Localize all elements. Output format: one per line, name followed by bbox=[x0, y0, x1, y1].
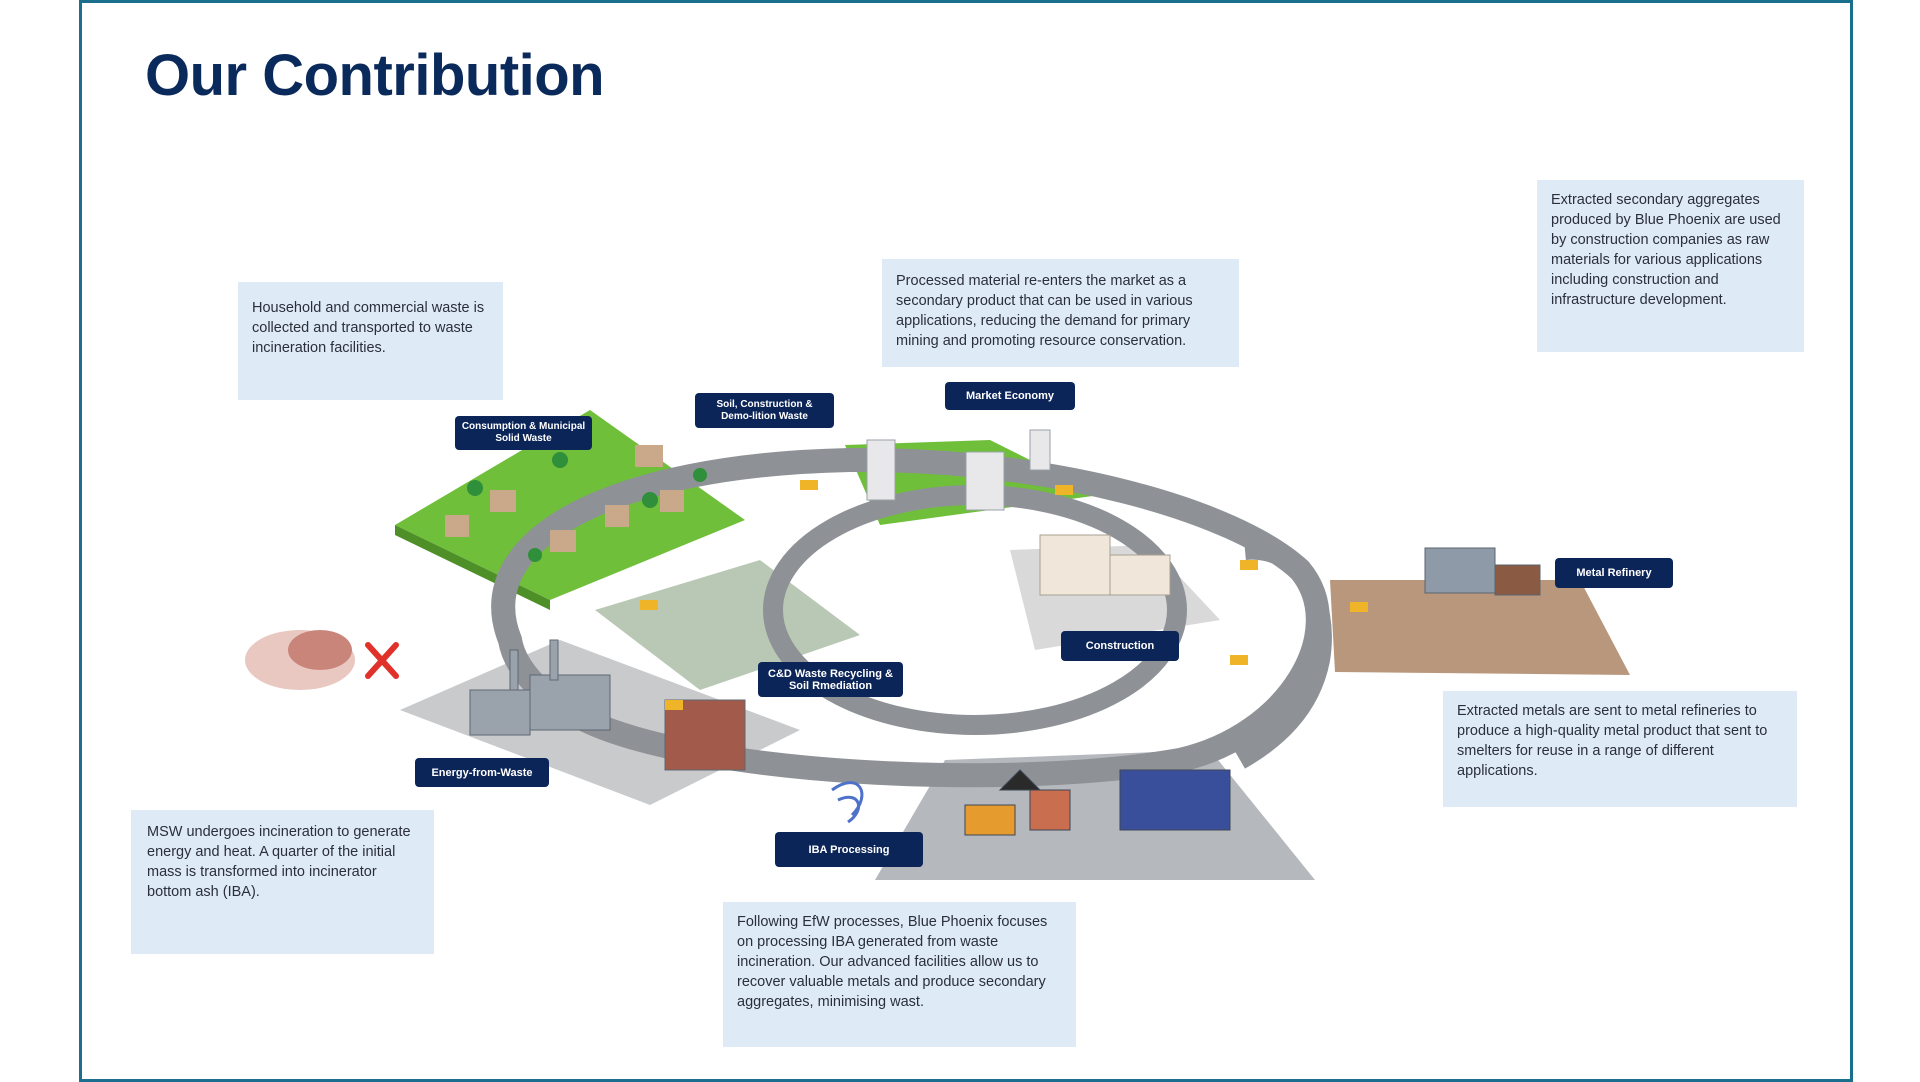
page-title: Our Contribution bbox=[145, 43, 605, 108]
construction-buildings bbox=[1039, 534, 1171, 596]
energy-plant bbox=[469, 639, 746, 771]
refinery-buildings bbox=[1424, 547, 1541, 596]
label-metal-refinery: Metal Refinery bbox=[1555, 558, 1673, 588]
city-buildings bbox=[866, 429, 1051, 511]
label-construction: Construction bbox=[1061, 631, 1179, 661]
label-cd-recycling: C&D Waste Recycling & Soil Rmediation bbox=[758, 662, 903, 697]
label-energy-from-waste: Energy-from-Waste bbox=[415, 758, 549, 787]
iba-plant bbox=[964, 769, 1231, 836]
note-efw: Following EfW processes, Blue Phoenix fo… bbox=[723, 902, 1076, 1047]
label-market-economy: Market Economy bbox=[945, 382, 1075, 410]
note-aggregates: Extracted secondary aggregates produced … bbox=[1537, 180, 1804, 352]
label-iba-processing: IBA Processing bbox=[775, 832, 923, 867]
label-consumption: Consumption & Municipal Solid Waste bbox=[455, 416, 592, 450]
note-household-waste: Household and commercial waste is collec… bbox=[238, 282, 503, 400]
note-metals: Extracted metals are sent to metal refin… bbox=[1443, 691, 1797, 807]
trucks bbox=[640, 480, 1368, 710]
smoke-pile bbox=[245, 630, 355, 690]
refinery-road bbox=[1234, 539, 1332, 769]
trees bbox=[467, 452, 707, 562]
cross-mark-icon bbox=[365, 642, 399, 679]
note-msw: MSW undergoes incineration to generate e… bbox=[131, 810, 434, 954]
metal-refinery-area bbox=[1330, 580, 1630, 675]
note-market: Processed material re-enters the market … bbox=[882, 259, 1239, 367]
label-soil-construction: Soil, Construction & Demo-lition Waste bbox=[695, 393, 834, 428]
phoenix-swirl-icon bbox=[831, 781, 864, 824]
houses bbox=[445, 445, 684, 552]
